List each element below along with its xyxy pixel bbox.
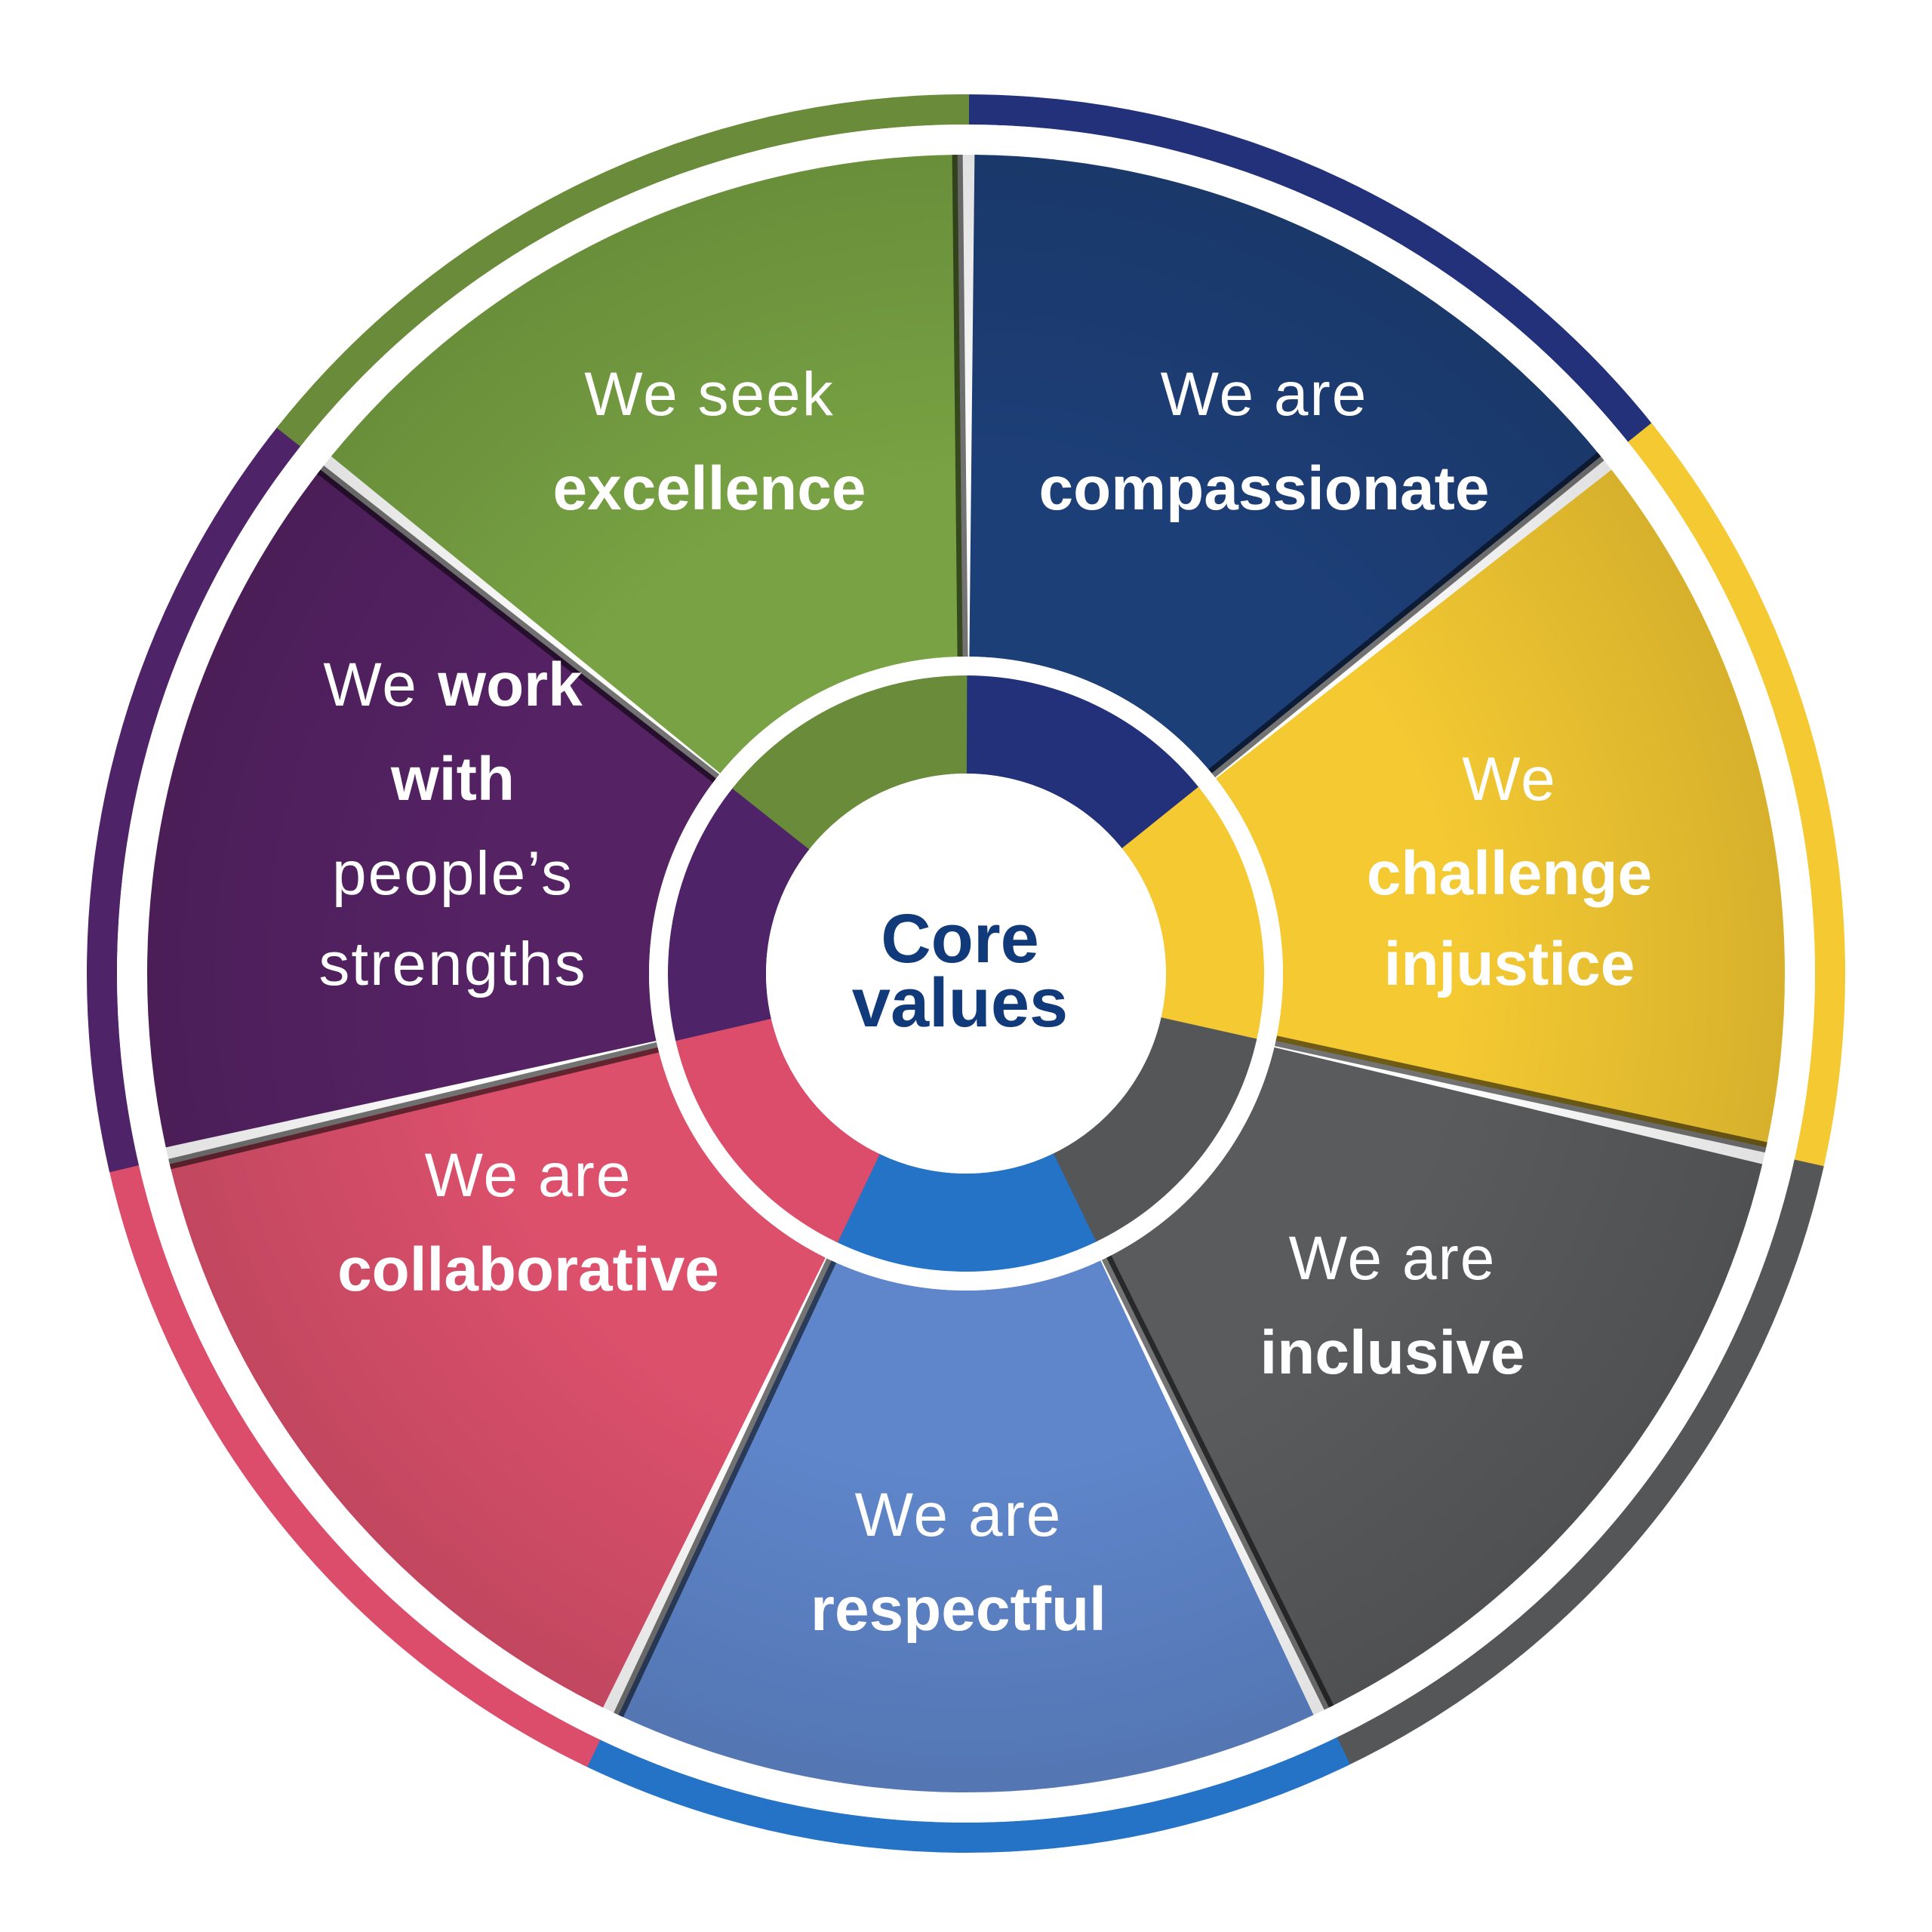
label-inclusive-line2: inclusive	[1260, 1318, 1525, 1387]
label-work-line1-bold: work	[437, 651, 583, 719]
label-respectful-line1: We are	[855, 1481, 1063, 1549]
label-challenge-injustice: We challenge injustice	[1367, 745, 1652, 998]
inner-ring-challenge-injustice	[1121, 786, 1264, 1041]
inner-ring-respectful	[835, 1153, 1097, 1272]
label-compassionate: We are compassionate	[1039, 360, 1490, 523]
label-work-line2: with	[390, 745, 515, 814]
center-title-line2: values	[852, 964, 1068, 1041]
label-excellence-line2: excellence	[553, 454, 866, 523]
label-challenge-line1: We	[1462, 745, 1557, 814]
inner-ring-excellence	[732, 675, 968, 850]
label-inclusive: We are inclusive	[1260, 1224, 1525, 1387]
center-title-line1: Core	[881, 900, 1039, 977]
label-work-with-strengths: We work with people’s strengths	[318, 651, 586, 998]
label-respectful-line2: respectful	[811, 1575, 1106, 1644]
label-challenge-line2: challenge	[1367, 839, 1652, 908]
inner-ring-inclusive	[1052, 1017, 1257, 1243]
outer-ring-challenge-injustice	[1628, 423, 1845, 1173]
inner-ring	[668, 675, 1264, 1272]
label-inclusive-line1: We are	[1289, 1224, 1497, 1293]
outer-ring	[86, 94, 1845, 1853]
label-compassionate-line2: compassionate	[1039, 454, 1490, 523]
label-collaborative-line1: We are	[425, 1141, 632, 1210]
outer-ring-excellence	[276, 94, 970, 447]
center-disc	[766, 774, 1166, 1174]
inner-ring-compassionate	[964, 675, 1200, 850]
label-collaborative: We are collaborative	[337, 1141, 719, 1304]
label-respectful: We are respectful	[811, 1481, 1106, 1644]
inner-ring-work-with-strengths	[668, 786, 811, 1041]
label-challenge-line3: injustice	[1384, 930, 1635, 998]
label-excellence-line1: We seek	[584, 360, 835, 429]
label-work-line1-light: We	[323, 651, 418, 719]
label-excellence: We seek excellence	[553, 360, 866, 523]
label-work-line4: strengths	[318, 930, 586, 998]
outer-ring-respectful	[581, 1737, 1351, 1853]
inner-ring-collaborative	[675, 1017, 880, 1243]
outer-ring-compassionate	[962, 94, 1656, 447]
label-compassionate-line1: We are	[1161, 360, 1368, 429]
label-collaborative-line2: collaborative	[337, 1235, 719, 1304]
label-work-line3: people’s	[332, 839, 574, 908]
label-work-line1: We work	[323, 651, 583, 719]
outer-ring-work-with-strengths	[86, 423, 304, 1173]
